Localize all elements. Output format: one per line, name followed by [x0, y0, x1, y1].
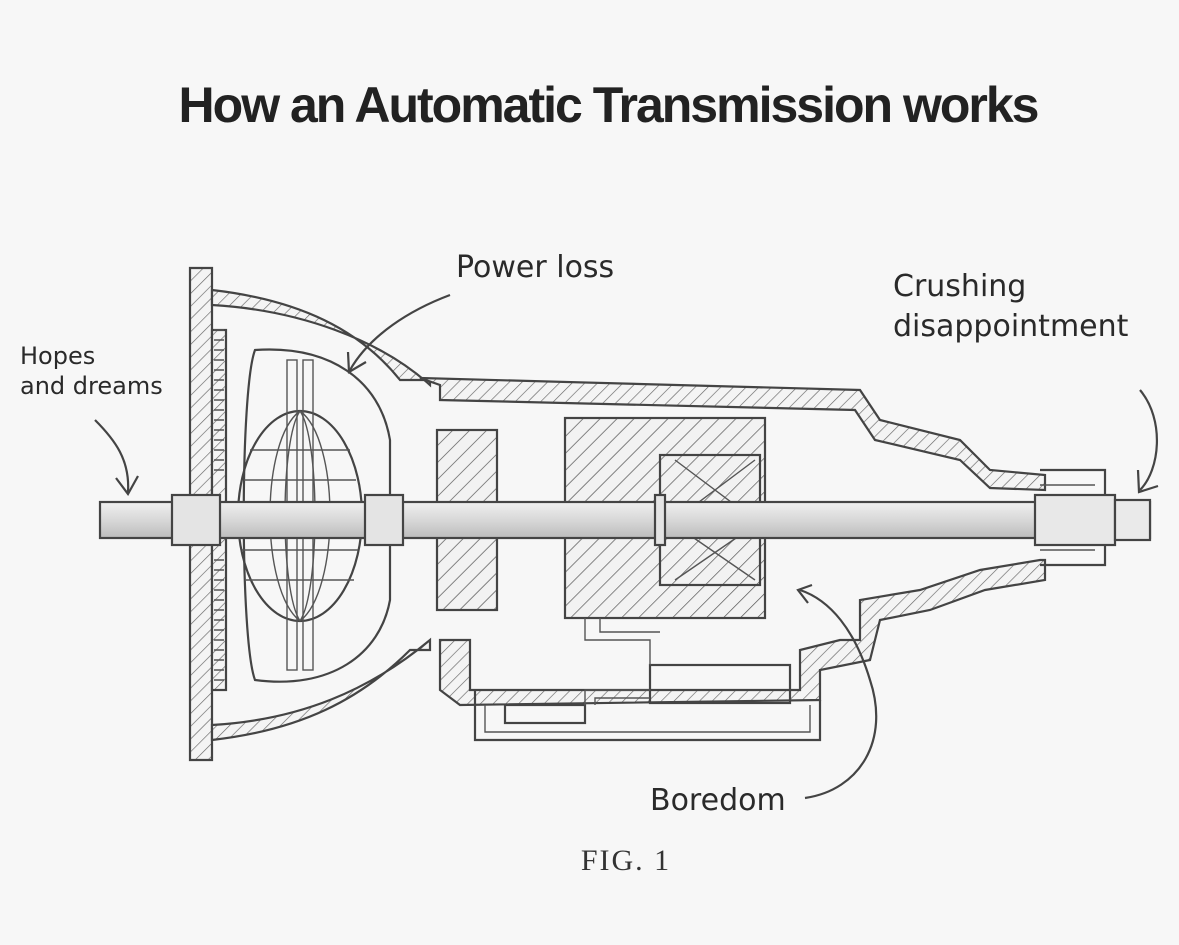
main-shaft [98, 493, 1152, 547]
arrow-boredom [799, 588, 878, 800]
label-hopes-line2: and dreams [20, 372, 163, 400]
diagram-title: How an Automatic Transmission works [179, 77, 1038, 133]
transmission-housing [188, 266, 1107, 762]
arrow-power-loss [349, 293, 451, 371]
callout-arrows [94, 293, 1159, 800]
label-power-loss: Power loss [456, 250, 614, 285]
label-crushing-line2: disappointment [893, 309, 1129, 344]
figure-caption: FIG. 1 [581, 844, 671, 877]
label-hopes-line1: Hopes [20, 342, 95, 370]
label-boredom: Boredom [650, 783, 786, 818]
arrow-crushing-disappointment [1139, 389, 1159, 491]
valve-body [503, 618, 792, 725]
ring-gear-teeth [214, 329, 224, 681]
label-crushing-line1: Crushing [893, 269, 1026, 304]
arrow-hopes-and-dreams [94, 419, 130, 493]
